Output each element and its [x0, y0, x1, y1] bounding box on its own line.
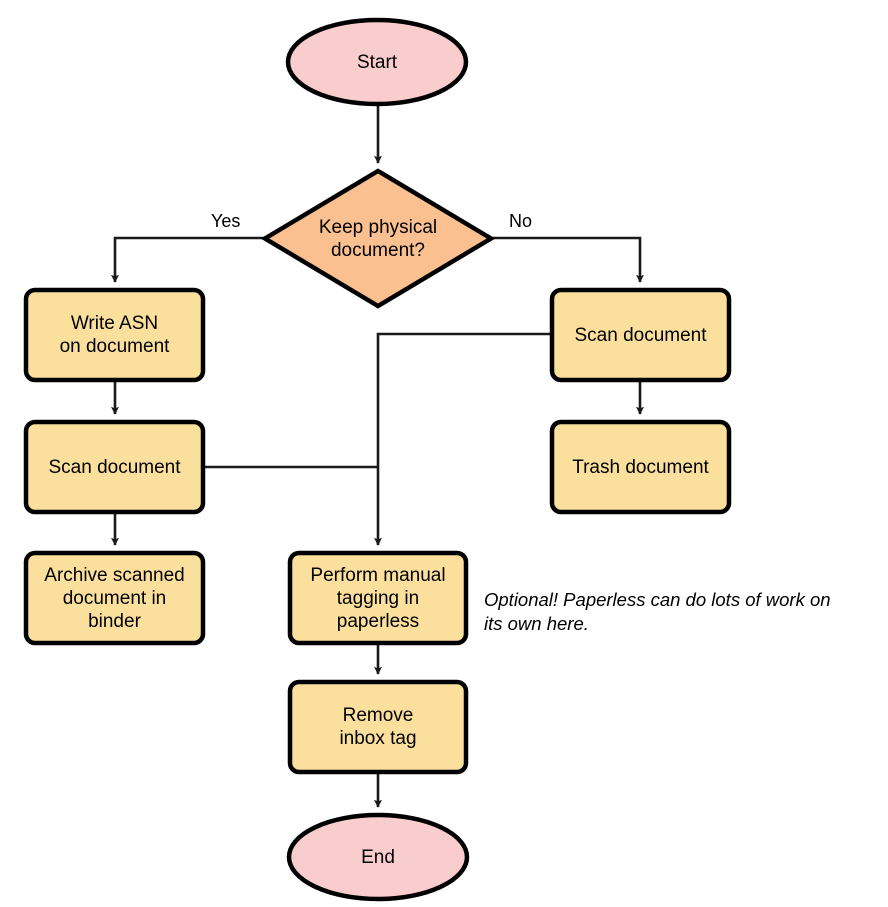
- node-remove-inbox-tag[interactable]: [287, 679, 469, 775]
- edge-decision-no: [491, 236, 644, 283]
- node-keep-physical-document[interactable]: [260, 168, 496, 309]
- edge-layer: [111, 104, 644, 808]
- edge-decision-yes: [111, 236, 265, 283]
- node-layer: [23, 17, 732, 902]
- node-archive-binder[interactable]: [23, 550, 206, 646]
- edge-scan-right-to-tagging: [374, 332, 552, 546]
- node-manual-tagging[interactable]: [287, 550, 469, 646]
- node-trash-document[interactable]: [549, 419, 732, 515]
- node-scan-document-left[interactable]: [23, 419, 206, 515]
- edge-label-yes: Yes: [211, 211, 241, 231]
- node-end[interactable]: [286, 812, 470, 902]
- node-start[interactable]: [285, 17, 469, 107]
- node-write-asn[interactable]: [23, 287, 206, 383]
- edge-label-no: No: [509, 211, 533, 231]
- optional-note: Optional! Paperless can do lots of work …: [484, 589, 831, 634]
- node-scan-document-right[interactable]: [549, 287, 732, 383]
